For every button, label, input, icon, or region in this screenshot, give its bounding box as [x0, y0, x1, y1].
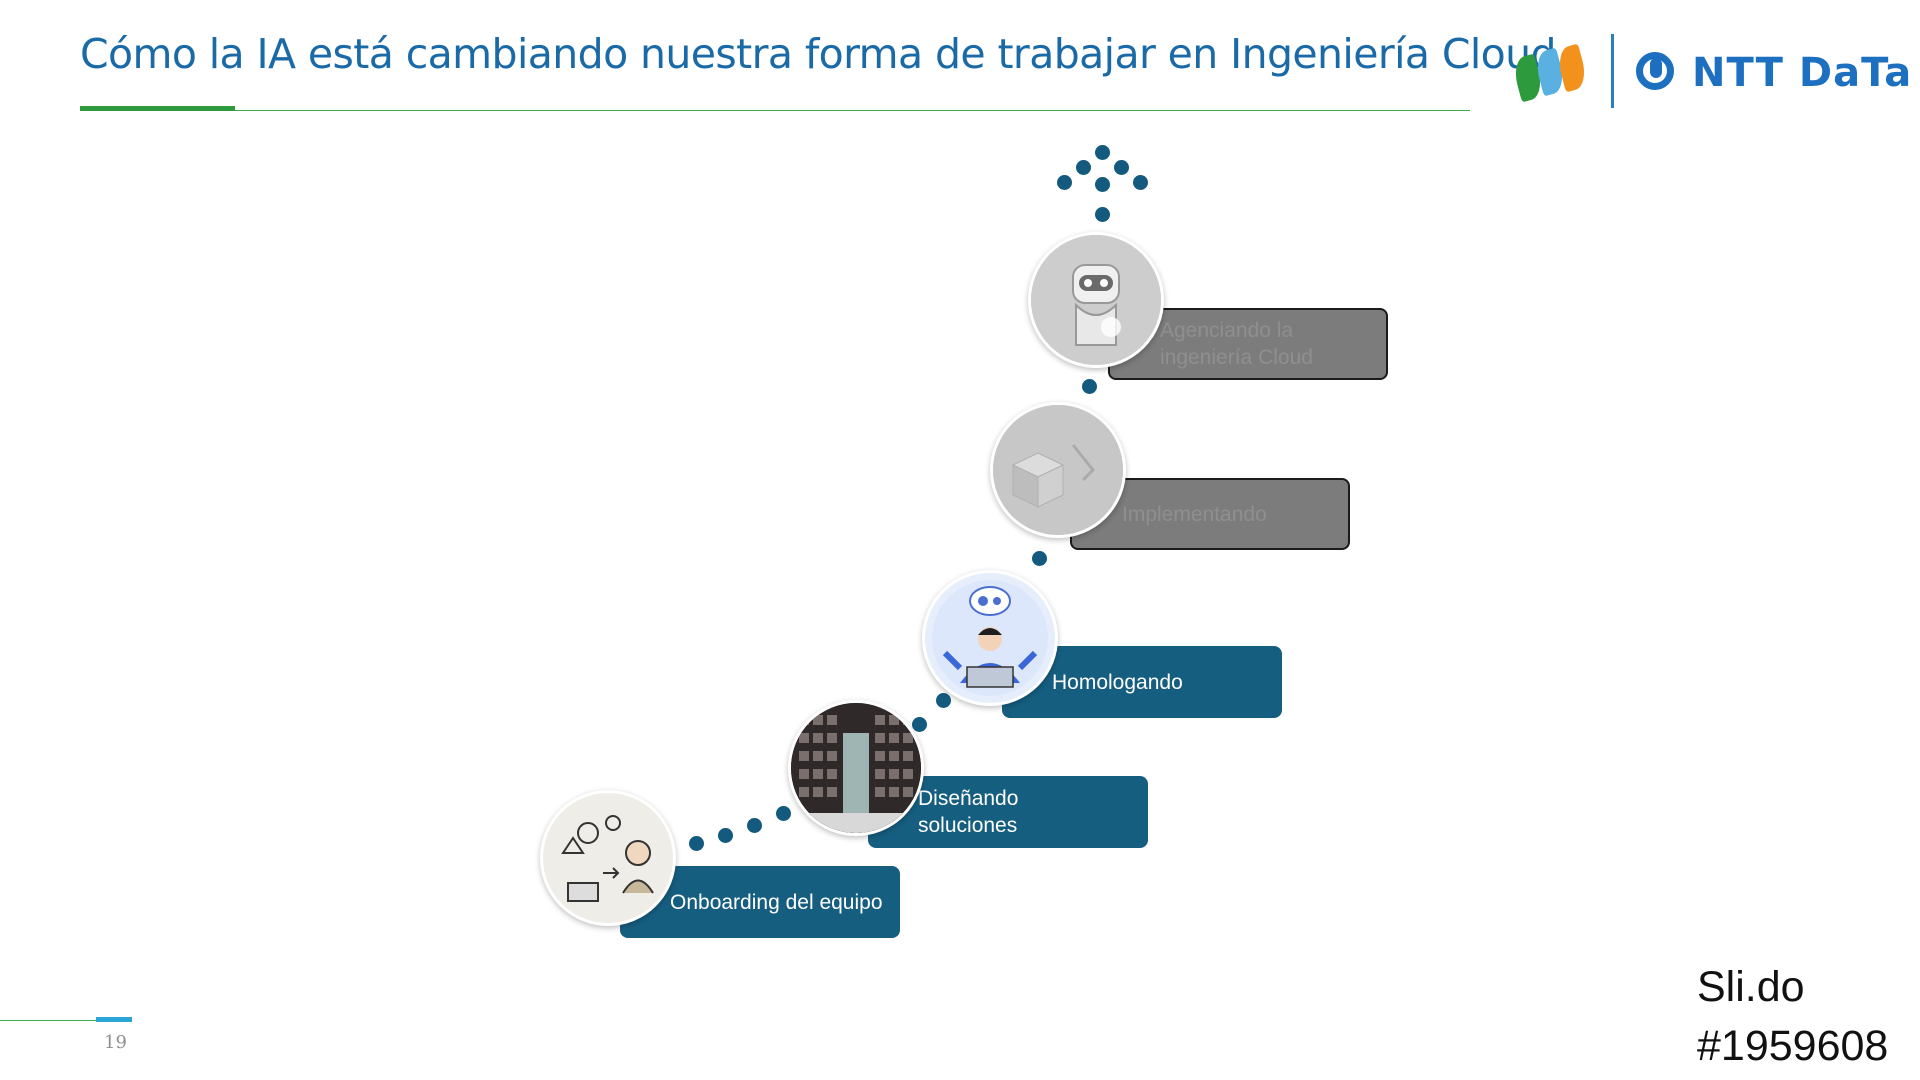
- ntt-data-logo-icon: [1636, 52, 1674, 90]
- path-dot: [1133, 175, 1148, 190]
- title-underline-accent: [80, 106, 235, 111]
- slido-code: Sli.do #1959608: [1697, 958, 1888, 1076]
- title-underline: [80, 110, 1470, 111]
- path-dot: [1076, 160, 1091, 175]
- path-dot: [1114, 160, 1129, 175]
- path-dot: [912, 717, 927, 732]
- logo-divider: [1611, 34, 1614, 108]
- path-dot: [718, 828, 733, 843]
- slido-event-code: #1959608: [1697, 1022, 1889, 1070]
- path-dot: [1095, 145, 1110, 160]
- flame-logo-icon: [1510, 43, 1600, 104]
- step-label: Homologando: [1052, 670, 1183, 694]
- path-dot: [1095, 177, 1110, 192]
- path-dot: [1095, 207, 1110, 222]
- path-dot: [936, 693, 951, 708]
- engineer-sketch-icon: [540, 790, 676, 926]
- footer-line: [0, 1020, 100, 1021]
- page-number: 19: [104, 1032, 127, 1053]
- step-label: Implementando: [1122, 502, 1267, 526]
- path-dot: [747, 818, 762, 833]
- server-room-icon: [788, 700, 924, 836]
- path-dot: [776, 806, 791, 821]
- robot-icon: [1028, 232, 1164, 368]
- step-label: Onboarding del equipo: [670, 890, 883, 914]
- path-dot: [689, 836, 704, 851]
- step-label: Agenciando la ingeniería Cloud: [1160, 319, 1313, 369]
- footer-accent: [96, 1017, 132, 1022]
- path-dot: [1032, 551, 1047, 566]
- step-standardizing-box: Homologando: [1002, 646, 1282, 718]
- slide-title: Cómo la IA está cambiando nuestra forma …: [80, 30, 1557, 78]
- slido-label: Sli.do: [1697, 963, 1805, 1011]
- path-dot: [1057, 175, 1072, 190]
- cubes-icon: [990, 402, 1126, 538]
- path-dot: [1082, 379, 1097, 394]
- step-label: Diseñando soluciones: [918, 787, 1019, 837]
- developer-laptop-icon: [922, 570, 1058, 706]
- ntt-data-logo-text: NTT DaTa: [1692, 50, 1913, 96]
- ntt-data-logo-inner: [1650, 58, 1662, 78]
